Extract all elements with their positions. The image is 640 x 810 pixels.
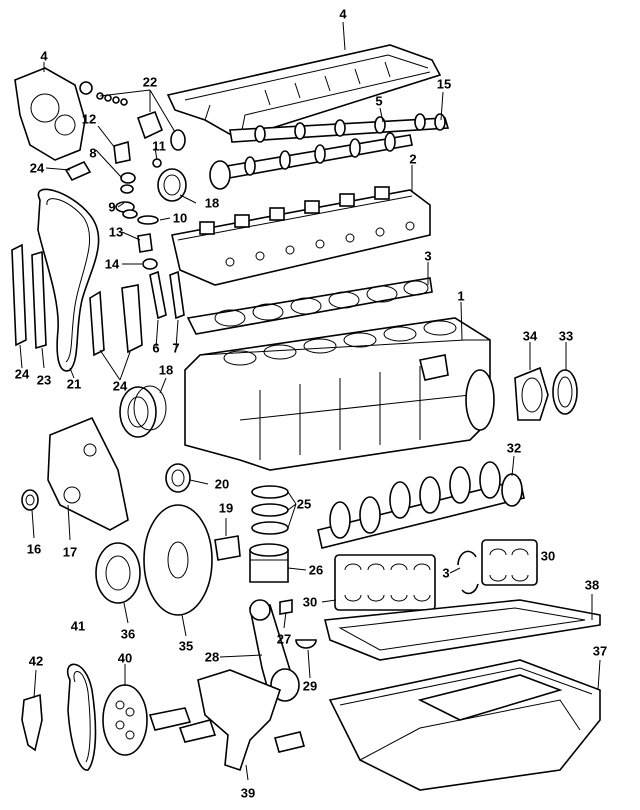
drive-belt [66, 663, 97, 771]
callout-35: 35 [178, 638, 194, 654]
front-timing-cover [47, 416, 129, 531]
callout-14: 14 [104, 256, 120, 272]
callout-16: 16 [26, 541, 42, 557]
callout-24-left: 24 [14, 366, 30, 382]
callout-2: 2 [409, 151, 417, 167]
chain-guide-left [11, 243, 27, 347]
rear-main-seal [552, 369, 578, 415]
callout-5: 5 [375, 93, 383, 109]
callout-9: 9 [108, 199, 116, 215]
thrust-washers [457, 550, 479, 595]
engine-mount [148, 669, 305, 772]
crank-pulley [95, 542, 141, 604]
callout-10: 10 [172, 210, 188, 226]
callout-12: 12 [81, 111, 97, 127]
chain-guide-small [64, 160, 92, 182]
callout-36: 36 [120, 626, 136, 642]
callout-4-timing-cover: 4 [40, 48, 48, 64]
timing-chain [37, 188, 100, 372]
callout-17: 17 [62, 544, 78, 560]
callout-19: 19 [218, 500, 234, 516]
callout-7: 7 [172, 340, 180, 356]
callout-39: 39 [240, 785, 256, 801]
callout-38: 38 [584, 577, 600, 593]
callout-8: 8 [89, 145, 97, 161]
main-bearings-lower [481, 539, 538, 586]
callout-24-rails: 24 [112, 378, 128, 394]
callout-32: 32 [506, 440, 522, 456]
valve-small-parts [79, 81, 186, 151]
oil-pan-gasket [323, 599, 601, 661]
main-bearings-upper [334, 554, 436, 611]
callout-18-pulley: 18 [158, 362, 174, 378]
rear-seal-carrier [514, 366, 549, 421]
callout-40: 40 [117, 650, 133, 666]
flex-plate [102, 684, 148, 756]
callout-21: 21 [66, 376, 82, 392]
mount-bracket [21, 693, 43, 752]
piston-pin [214, 535, 241, 561]
engine-block [184, 317, 495, 471]
callout-34: 34 [522, 328, 538, 344]
callout-30-left: 30 [302, 594, 318, 610]
valve-train-parts [113, 140, 185, 320]
head-gasket [186, 277, 433, 335]
front-crank-seal [21, 489, 39, 511]
callout-42: 42 [28, 653, 44, 669]
callout-30-right: 30 [540, 548, 556, 564]
oil-pan [328, 659, 601, 791]
callout-25: 25 [296, 496, 312, 512]
callout-33: 33 [558, 328, 574, 344]
vibration-damper-hub [119, 385, 167, 438]
callout-11: 11 [152, 138, 166, 154]
camshaft-lower [209, 132, 413, 190]
flywheel [143, 504, 213, 616]
callout-24-upper: 24 [29, 160, 45, 176]
callout-1: 1 [457, 288, 465, 304]
callout-29: 29 [302, 678, 318, 694]
connecting-rod [249, 599, 300, 702]
callout-23: 23 [36, 372, 52, 388]
chain-tensioner-rail [31, 250, 47, 350]
camshaft-seal [157, 168, 187, 202]
callout-6: 6 [152, 340, 160, 356]
callout-13: 13 [108, 224, 124, 240]
callout-4-valve-cover: 4 [339, 6, 347, 22]
callout-20: 20 [214, 476, 230, 492]
callout-26: 26 [308, 562, 324, 578]
upper-timing-cover [14, 67, 86, 161]
callout-3-thrust: 3 [442, 565, 450, 581]
rod-bearing-lower [295, 639, 317, 649]
callout-18-upper: 18 [204, 195, 220, 211]
callout-22: 22 [142, 74, 158, 90]
cylinder-head [171, 186, 431, 286]
chain-guide-rails [89, 284, 143, 357]
callout-28: 28 [204, 649, 220, 665]
callout-41: 41 [70, 618, 86, 634]
rod-bearing-upper [279, 599, 293, 615]
piston [249, 543, 289, 583]
callout-27: 27 [276, 631, 292, 647]
crankshaft [317, 461, 525, 549]
piston-rings [251, 485, 289, 535]
callout-15: 15 [436, 76, 452, 92]
crank-seal-20 [165, 463, 191, 493]
leader-lines [19, 21, 601, 781]
callout-37: 37 [592, 643, 608, 659]
callout-3-gasket: 3 [424, 248, 432, 264]
